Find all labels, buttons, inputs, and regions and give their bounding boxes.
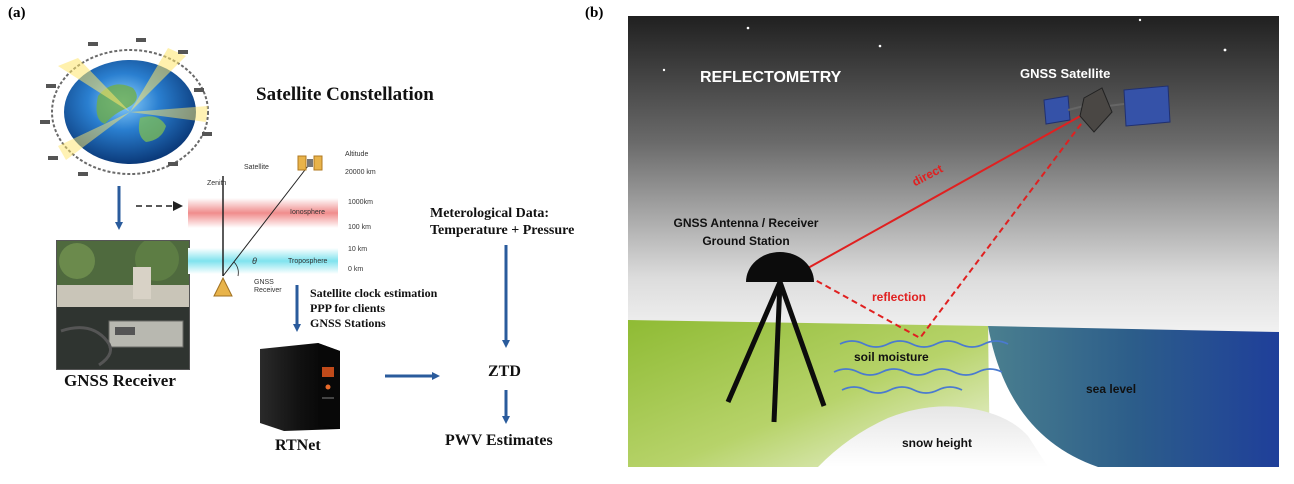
troposphere-band <box>188 248 338 274</box>
sea-area <box>988 326 1279 467</box>
angle-arc <box>233 261 239 277</box>
signal-path <box>222 165 309 277</box>
atmo-altitude-value: 20000 km <box>345 169 376 176</box>
atmo-100km-label: 100 km <box>348 224 371 231</box>
earth-continent <box>138 116 166 142</box>
note-ppp-clients: PPP for clients <box>310 301 386 315</box>
receiver-triangle <box>213 276 233 297</box>
satellite-small-icon <box>297 155 323 171</box>
receiver-label: GNSS Receiver <box>64 371 176 390</box>
snow-area <box>818 406 1048 467</box>
atmo-ionosphere-label: Ionosphere <box>290 209 326 216</box>
ztd-label: ZTD <box>488 363 521 380</box>
reflectometry-title: REFLECTOMETRY <box>700 69 842 86</box>
signal-beam <box>58 58 130 112</box>
panel-a-label: (a) <box>8 5 26 21</box>
meteo-line1: Meterological Data: <box>430 206 550 221</box>
gnss-satellite-label: GNSS Satellite <box>1020 66 1111 81</box>
signal-beam <box>58 112 130 160</box>
sea-level-label: sea level <box>1086 382 1137 396</box>
direct-signal-line <box>807 113 1085 269</box>
panel-a-arrows <box>115 186 510 424</box>
atmo-10km-label: 10 km <box>348 246 368 253</box>
receiver-photo <box>56 240 190 370</box>
signal-beam <box>130 48 186 112</box>
ionosphere-band <box>188 198 338 228</box>
soil-moisture-waves <box>833 340 1009 394</box>
meteo-line2: Temperature + Pressure <box>430 223 575 238</box>
ground-antenna-icon <box>725 252 827 423</box>
atmo-0km-label: 0 km <box>348 266 364 273</box>
stars <box>662 18 1227 72</box>
satellite-icons <box>40 38 212 176</box>
note-clock-estimation: Satellite clock estimation <box>310 286 438 300</box>
receiver-photo-drawing <box>57 241 189 369</box>
reflection-label: reflection <box>872 290 927 304</box>
note-gnss-stations: GNSS Stations <box>310 316 386 330</box>
constellation-graphic <box>40 38 212 176</box>
reflected-signal-line <box>807 119 1085 340</box>
panel-b-label: (b) <box>585 5 604 21</box>
atmo-1000km-label: 1000km <box>348 199 373 206</box>
snow-height-label: snow height <box>902 436 972 450</box>
signal-beam <box>130 106 208 122</box>
atmo-satellite-label: Satellite <box>244 164 269 171</box>
rtnet-label: RTNet <box>275 437 321 454</box>
gnss-satellite-icon <box>1043 85 1171 133</box>
atmo-troposphere-label: Troposphere <box>288 258 328 265</box>
reflectometry-panel: REFLECTOMETRY GNSS Satellite GNSS Antenn… <box>628 16 1279 467</box>
atmo-altitude-label: Altitude <box>345 151 369 158</box>
atmo-zenith-label: Zenith <box>207 180 227 187</box>
soil-moisture-label: soil moisture <box>854 350 929 364</box>
atmosphere-diagram <box>188 155 338 297</box>
pwv-label: PWV Estimates <box>445 432 553 449</box>
atmo-gnss-receiver-label: GNSS Receiver <box>254 279 282 294</box>
antenna-label-line2: Ground Station <box>702 234 790 248</box>
orbit-ring <box>51 49 209 175</box>
rtnet-server-icon <box>260 343 340 431</box>
atmo-theta-label: θ <box>252 256 257 266</box>
reflectometry-scene <box>628 16 1279 467</box>
antenna-label-line1: GNSS Antenna / Receiver <box>673 216 819 230</box>
constellation-title: Satellite Constellation <box>256 84 434 105</box>
